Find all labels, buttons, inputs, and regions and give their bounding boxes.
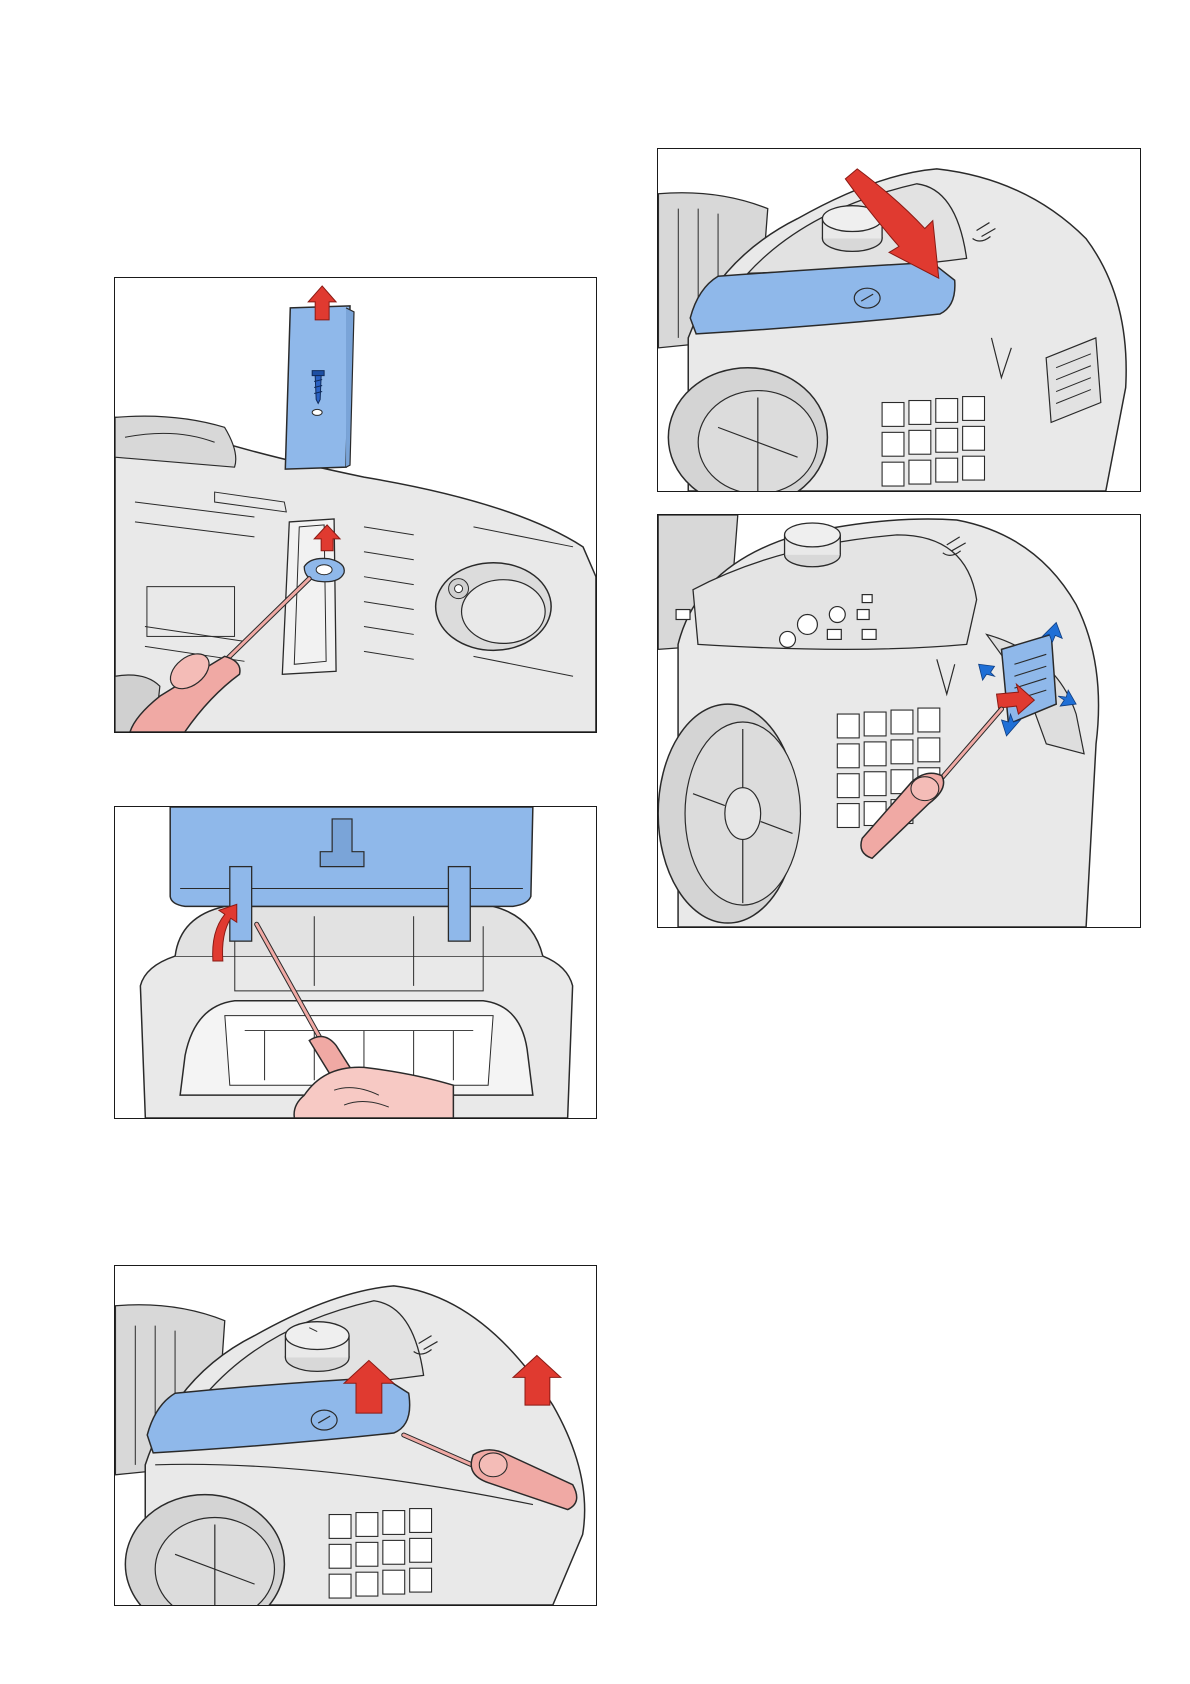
- figure-5-remove-vent-cover: [657, 514, 1141, 928]
- figure-4-remove-top-panel: [657, 148, 1141, 492]
- figure-4-illustration: [658, 149, 1140, 491]
- figure-3-pry-top-panel: [114, 1265, 597, 1606]
- figure-3-illustration: [115, 1266, 596, 1605]
- figure-1-remove-cover-plate: [114, 277, 597, 733]
- figure-5-illustration: [658, 515, 1140, 927]
- figure-2-illustration: [115, 807, 596, 1118]
- figure-1-illustration: [115, 278, 596, 732]
- figure-2-lift-lid: [114, 806, 597, 1119]
